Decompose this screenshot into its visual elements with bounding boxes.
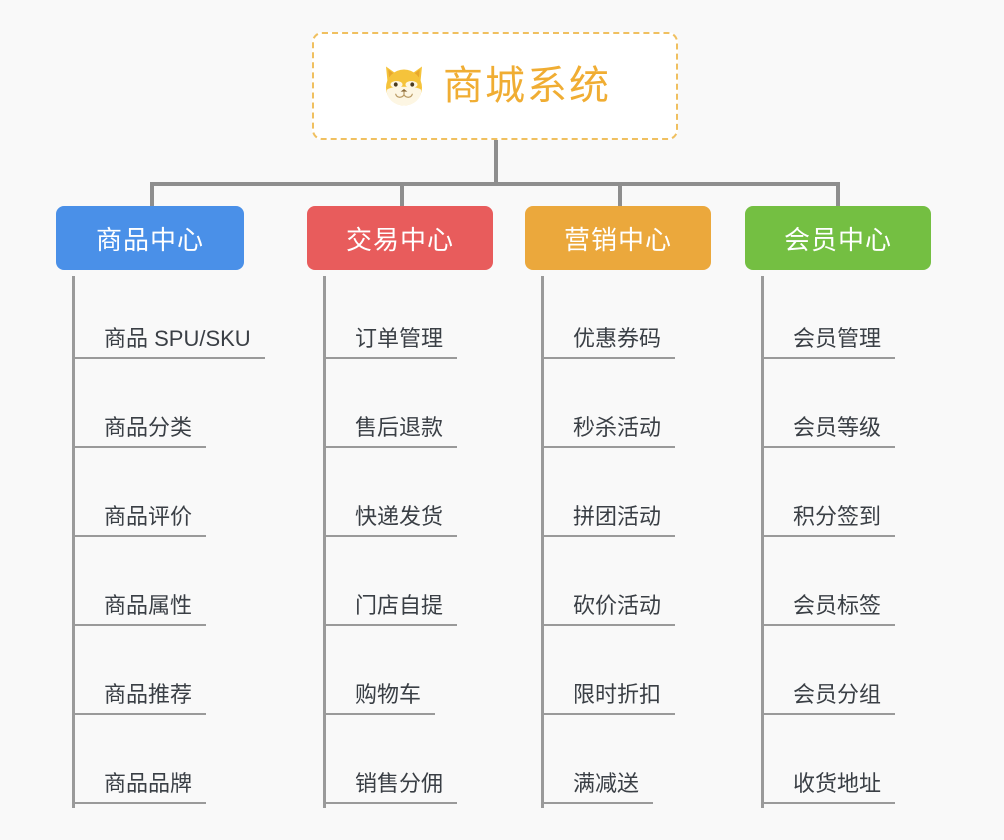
list-item-underline — [761, 535, 895, 537]
column-rail — [761, 276, 764, 808]
list-item-underline — [323, 535, 457, 537]
list-item[interactable]: 售后退款 — [323, 359, 457, 448]
root-node-mall-system[interactable]: 商城系统 — [312, 32, 678, 140]
list-item-label: 会员标签 — [793, 592, 882, 618]
list-item-label: 会员等级 — [793, 414, 882, 440]
list-item-label: 会员分组 — [793, 681, 882, 707]
list-item-underline — [761, 446, 895, 448]
list-item[interactable]: 商品 SPU/SKU — [72, 270, 265, 359]
column-trade-center: 订单管理售后退款快递发货门店自提购物车销售分佣 — [323, 270, 457, 808]
list-item[interactable]: 商品推荐 — [72, 626, 251, 715]
list-item[interactable]: 会员管理 — [761, 270, 895, 359]
connector-drop-2 — [400, 182, 404, 206]
list-item[interactable]: 订单管理 — [323, 270, 457, 359]
list-item-label: 门店自提 — [355, 592, 444, 618]
list-item-label: 满减送 — [573, 770, 640, 796]
list-item-underline — [761, 802, 895, 804]
list-item[interactable]: 秒杀活动 — [541, 359, 675, 448]
list-item-underline — [72, 357, 265, 359]
list-item-underline — [323, 713, 435, 715]
list-item[interactable]: 收货地址 — [761, 715, 895, 804]
list-item-label: 订单管理 — [355, 325, 444, 351]
connector-stem — [494, 140, 498, 184]
connector-horizontal-bar — [150, 182, 840, 186]
list-item-label: 商品评价 — [104, 503, 193, 529]
list-item-label: 秒杀活动 — [573, 414, 662, 440]
list-item-label: 商品分类 — [104, 414, 193, 440]
list-item-label: 商品属性 — [104, 592, 193, 618]
category-box-product-center[interactable]: 商品中心 — [56, 206, 244, 270]
list-item[interactable]: 门店自提 — [323, 537, 457, 626]
list-item-label: 销售分佣 — [355, 770, 444, 796]
category-box-trade-center[interactable]: 交易中心 — [307, 206, 493, 270]
column-marketing-center: 优惠券码秒杀活动拼团活动砍价活动限时折扣满减送 — [541, 270, 675, 808]
list-item[interactable]: 会员等级 — [761, 359, 895, 448]
category-title-member-center: 会员中心 — [783, 224, 892, 255]
column-product-center: 商品 SPU/SKU 商品分类商品评价商品属性商品推荐商品品牌 — [72, 270, 265, 808]
list-item-underline — [323, 624, 457, 626]
connector-drop-4 — [836, 182, 840, 206]
list-item-underline — [761, 357, 895, 359]
list-item[interactable]: 销售分佣 — [323, 715, 457, 804]
list-item-underline — [323, 357, 457, 359]
list-item-label: 砍价活动 — [573, 592, 662, 618]
category-title-product-center: 商品中心 — [95, 224, 204, 255]
list-item-underline — [72, 802, 206, 804]
category-title-marketing-center: 营销中心 — [563, 224, 672, 255]
category-box-marketing-center[interactable]: 营销中心 — [525, 206, 711, 270]
list-item-underline — [72, 713, 206, 715]
list-item-underline — [323, 446, 457, 448]
list-item[interactable]: 会员标签 — [761, 537, 895, 626]
list-item-label: 限时折扣 — [573, 681, 662, 707]
list-item[interactable]: 会员分组 — [761, 626, 895, 715]
list-item-label: 拼团活动 — [573, 503, 662, 529]
list-item[interactable]: 快递发货 — [323, 448, 457, 537]
list-item[interactable]: 商品评价 — [72, 448, 251, 537]
list-item[interactable]: 购物车 — [323, 626, 443, 715]
list-item-label: 收货地址 — [793, 770, 882, 796]
column-rail — [72, 276, 75, 808]
list-item-label: 售后退款 — [355, 414, 444, 440]
column-member-center: 会员管理会员等级积分签到会员标签会员分组收货地址 — [761, 270, 895, 808]
list-item[interactable]: 商品品牌 — [72, 715, 251, 804]
category-title-trade-center: 交易中心 — [345, 224, 454, 255]
shiba-dog-face-icon — [386, 66, 422, 106]
list-item[interactable]: 商品属性 — [72, 537, 251, 626]
list-item[interactable]: 商品分类 — [72, 359, 251, 448]
column-rail — [323, 276, 326, 808]
list-item[interactable]: 满减送 — [541, 715, 661, 804]
list-item[interactable]: 积分签到 — [761, 448, 895, 537]
list-item[interactable]: 优惠券码 — [541, 270, 675, 359]
list-item-label: 商品品牌 — [104, 770, 193, 796]
list-item-underline — [72, 624, 206, 626]
list-item-underline — [541, 535, 675, 537]
list-item-underline — [72, 535, 206, 537]
list-item[interactable]: 限时折扣 — [541, 626, 675, 715]
list-item-underline — [323, 802, 457, 804]
list-item-underline — [541, 446, 675, 448]
list-item-label: 购物车 — [355, 681, 422, 707]
list-item-underline — [541, 357, 675, 359]
connector-drop-3 — [618, 182, 622, 206]
list-item[interactable]: 拼团活动 — [541, 448, 675, 537]
list-item-label: 商品 SPU/SKU — [104, 325, 251, 351]
category-box-member-center[interactable]: 会员中心 — [745, 206, 931, 270]
column-rail — [541, 276, 544, 808]
list-item-label: 快递发货 — [355, 503, 444, 529]
list-item-label: 积分签到 — [793, 503, 882, 529]
list-item-underline — [72, 446, 206, 448]
list-item-underline — [541, 713, 675, 715]
list-item-underline — [541, 802, 653, 804]
list-item-label: 优惠券码 — [573, 325, 662, 351]
list-item-underline — [761, 713, 895, 715]
connector-drop-1 — [150, 182, 154, 206]
list-item-label: 商品推荐 — [104, 681, 193, 707]
list-item-underline — [761, 624, 895, 626]
list-item-underline — [541, 624, 675, 626]
root-node-title: 商城系统 — [443, 64, 611, 108]
list-item-label: 会员管理 — [793, 325, 882, 351]
list-item[interactable]: 砍价活动 — [541, 537, 675, 626]
